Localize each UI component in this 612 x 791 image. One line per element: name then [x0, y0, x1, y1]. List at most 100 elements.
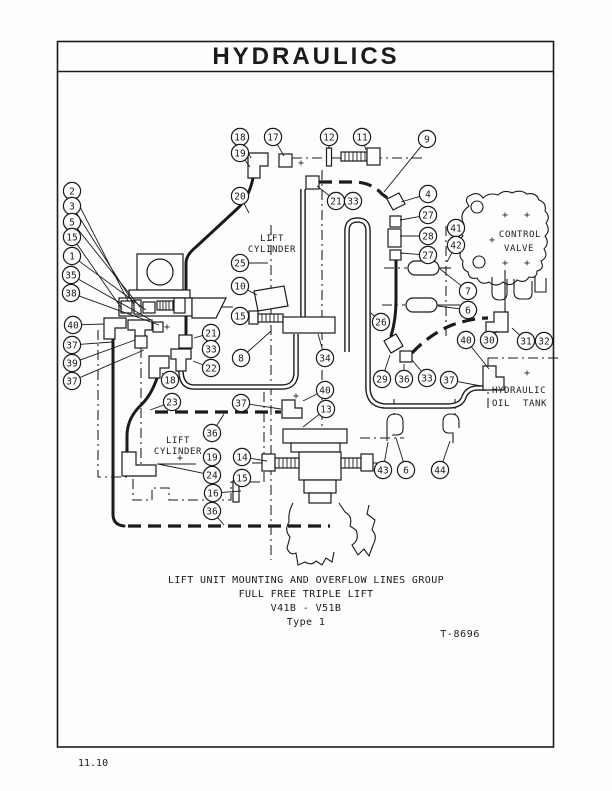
diagram-label: LIFT [166, 436, 190, 446]
plus-mark: + [524, 368, 530, 379]
figure-caption: LIFT UNIT MOUNTING AND OVERFLOW LINES GR… [168, 575, 480, 640]
callout-leader [399, 252, 420, 255]
callout-35 [61, 265, 81, 285]
callout-number: 1 [69, 251, 75, 262]
callout-number: 2 [69, 186, 75, 197]
callout-leader [395, 437, 404, 462]
page-number: 11.10 [78, 758, 108, 769]
callout-number: 43 [377, 465, 388, 476]
diagram-label: LIFT [260, 234, 284, 244]
callout-number: 21 [330, 196, 342, 207]
callout-40 [456, 330, 476, 350]
callout-20 [230, 186, 250, 206]
diagram-label: TANK [523, 399, 547, 409]
callout-number: 27 [422, 210, 433, 221]
callout-leader [193, 334, 203, 339]
plus-mark: + [524, 258, 530, 269]
callout-number: 9 [424, 134, 430, 145]
hose-end [407, 260, 440, 276]
callout-7 [458, 281, 478, 301]
angle-fitting [386, 192, 406, 211]
bracket [282, 316, 336, 334]
callout-number: 14 [236, 452, 248, 463]
callout-37 [62, 335, 82, 355]
valve-body [298, 451, 342, 481]
callout-number: 3 [69, 201, 75, 212]
page-border [56, 40, 555, 748]
callout-number: 8 [238, 353, 244, 364]
bracket [253, 285, 289, 312]
callout-12 [319, 127, 339, 147]
callout-number: 15 [66, 232, 77, 243]
callout-14 [232, 447, 252, 467]
plus-mark: + [293, 391, 299, 402]
elbow-fitting [247, 152, 269, 179]
callout-number: 40 [319, 385, 331, 396]
callout-number: 10 [234, 281, 246, 292]
plus-mark: + [164, 322, 170, 333]
callout-number: 38 [65, 288, 77, 299]
callout-18 [160, 370, 180, 390]
callout-leader [384, 441, 389, 462]
callout-number: 19 [234, 148, 246, 159]
elbow-fitting [485, 311, 509, 333]
callout-number: 31 [520, 336, 532, 347]
callout-27 [418, 245, 438, 265]
callout-leader [364, 145, 367, 151]
callout-19 [202, 447, 222, 467]
callout-leader [79, 339, 136, 361]
plus-mark: + [489, 235, 495, 246]
plug-fitting [278, 153, 293, 168]
elbow-fitting [148, 355, 170, 379]
callout-number: 22 [205, 363, 216, 374]
callout-number: 18 [164, 375, 176, 386]
callout-number: 36 [206, 428, 218, 439]
angle-fitting [383, 333, 404, 354]
callout-leader [249, 403, 282, 410]
callout-36 [202, 501, 222, 521]
callout-number: 37 [443, 375, 454, 386]
callout-leader [470, 346, 490, 370]
callout-number: 41 [450, 223, 462, 234]
callout-leader [247, 330, 272, 353]
callout-40 [315, 380, 335, 400]
callout-number: 34 [319, 353, 331, 364]
hose-hook [442, 413, 460, 443]
diagram-label: OIL [492, 399, 510, 409]
callout-number: 27 [422, 250, 433, 261]
callout-leader [317, 333, 324, 350]
callout-leader [243, 203, 250, 214]
callout-31 [516, 331, 536, 351]
callout-40 [63, 315, 83, 335]
callout-number: 15 [236, 473, 247, 484]
callout-43 [373, 460, 393, 480]
callout-leader [80, 341, 113, 345]
plus-mark: + [177, 453, 183, 464]
callout-leader [439, 268, 462, 287]
plus-mark: + [298, 158, 304, 169]
figure-reference: T-8696 [440, 629, 480, 640]
callout-number: 5 [69, 217, 75, 228]
hose-hook [386, 413, 404, 441]
callout-32 [534, 331, 554, 351]
callout-39 [62, 353, 82, 373]
callout-leader [399, 216, 420, 221]
diagram-hoses [111, 176, 506, 528]
callout-34 [315, 348, 335, 368]
callout-number: 19 [206, 452, 218, 463]
control-valve-outline [459, 190, 549, 286]
diagram-label: HYDRAULIC [492, 386, 546, 396]
callout-leader [316, 185, 330, 197]
caption-line-4: Type 1 [287, 617, 326, 628]
caption-line-3: V41B - V51B [271, 603, 342, 614]
elbow-fitting [103, 317, 127, 340]
callout-number: 26 [375, 317, 387, 328]
callout-number: 6 [465, 305, 471, 316]
elbow-fitting [121, 451, 157, 477]
caption-line-2: FULL FREE TRIPLE LIFT [239, 589, 374, 600]
diagram-label: CYLINDER [154, 447, 202, 457]
callout-number: 18 [234, 132, 246, 143]
callout-leader [244, 159, 251, 168]
callout-4 [418, 184, 438, 204]
